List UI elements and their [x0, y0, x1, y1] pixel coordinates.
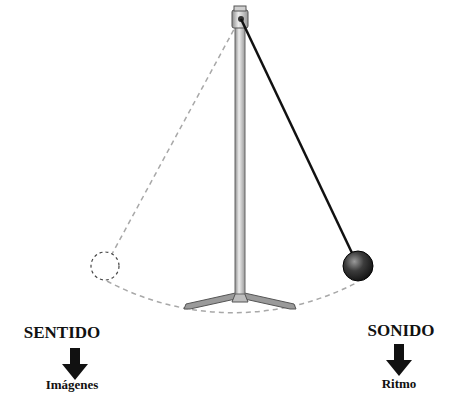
concept-label: SENTIDO [24, 323, 101, 343]
pivot-cap [234, 6, 246, 11]
pendulum-string [241, 19, 352, 253]
down-arrow [62, 348, 88, 380]
pivot-block [232, 10, 248, 28]
result-label: Imágenes [46, 377, 99, 393]
pendulum-bob [343, 251, 373, 281]
ghost-bob [91, 252, 119, 280]
tripod-base [184, 292, 296, 309]
ghost-string [112, 22, 238, 254]
swing-arc [107, 281, 356, 313]
down-arrow [386, 344, 412, 376]
concept-label: SONIDO [367, 321, 434, 341]
stand-pole [235, 26, 245, 294]
result-label: Ritmo [382, 376, 417, 392]
